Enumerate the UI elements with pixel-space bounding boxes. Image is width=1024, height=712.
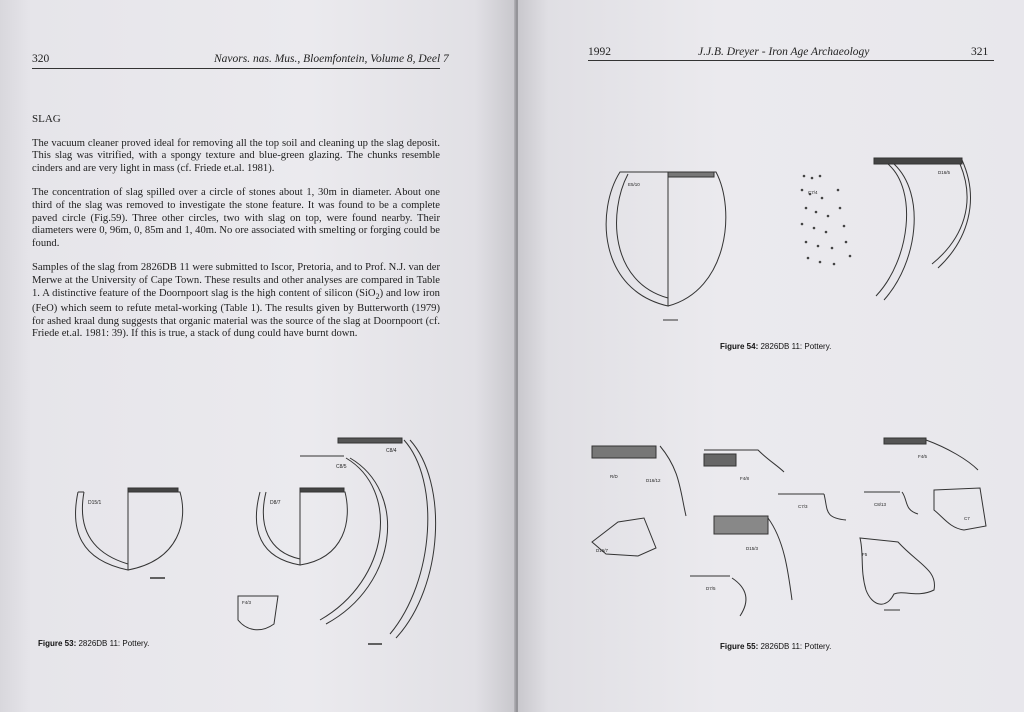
svg-text:C8/5: C8/5 [336,464,347,470]
pottery-sherd-e5-10: E5/10 [605,171,727,321]
svg-text:F4/5: F4/5 [918,454,928,459]
pottery-sherd-c8-13: C8/13 [864,491,919,515]
section-heading: SLAG [32,113,61,125]
paragraph-2: The concentration of slag spilled over a… [32,187,440,249]
svg-text:C8/4: C8/4 [386,448,397,454]
svg-text:D16/12: D16/12 [646,478,661,483]
pottery-sherd-c8-5: C8/5 [300,455,389,625]
svg-text:D16/5: D16/5 [938,170,951,175]
right-page: 1992 J.J.B. Dreyer - Iron Age Archaeolog… [518,0,1024,712]
svg-text:C7: C7 [964,516,970,521]
pottery-sherd-d16-12: D16/12 [646,445,687,517]
stamped-decoration-pattern [800,174,852,266]
pottery-sherd-f5: F5 [859,537,935,611]
pottery-sherd-f4-5: F4/5 [883,437,979,471]
pottery-sherd-d15-1: D15/1 [75,487,184,579]
svg-text:D16/7: D16/7 [596,548,609,553]
pottery-sherd-d16-5: D16/5 [873,157,971,301]
running-head-left: Navors. nas. Mus., Bloemfontein, Volume … [214,53,449,65]
svg-text:C7/4: C7/4 [808,190,818,195]
svg-text:F4/3: F4/3 [242,600,252,605]
running-head-right: J.J.B. Dreyer - Iron Age Archaeology [698,46,870,58]
pottery-sherd-d8-7: D8/7 [255,487,348,566]
figure-54-drawing: E5/10 C7/4 D16/5 [605,157,971,321]
paragraph-3: Samples of the slag from 2826DB 11 were … [32,262,440,340]
page-number-right: 321 [971,46,989,58]
svg-text:F5: F5 [862,552,868,557]
svg-text:C7/3: C7/3 [798,504,808,509]
figure-53-drawing: D15/1 D8/7 C8/5 C8/4 [75,437,437,645]
header-rule-left [32,68,440,69]
svg-text:C8/13: C8/13 [874,502,887,507]
pottery-sherd-d7-5: D7/5 [690,575,747,617]
pottery-sherd-d16-7: D16/7 [591,517,657,557]
figure-55-caption: Figure 55: 2826DB 11: Pottery. [720,642,832,651]
figure-55-drawing: R/D D16/12 F4/8 F4/5 C7/3 [591,437,987,617]
svg-text:D7/5: D7/5 [706,586,716,591]
year-label: 1992 [588,46,611,58]
body-text: SLAG The vacuum cleaner proved ideal for… [32,113,440,353]
header-rule-right [588,60,994,61]
book-gutter [514,0,520,712]
pottery-sherd-f4-3: F4/3 [237,595,279,631]
pottery-sherd-f4-8: F4/8 [703,449,785,481]
svg-text:E5/10: E5/10 [628,182,640,187]
svg-text:D15/1: D15/1 [88,500,102,506]
paragraph-1: The vacuum cleaner proved ideal for remo… [32,137,440,174]
pottery-sherd-c7-4: C7/4 [808,190,818,195]
figure-54-caption: Figure 54: 2826DB 11: Pottery. [720,342,832,351]
svg-text:D15/3: D15/3 [746,546,759,551]
figure-53-caption: Figure 53: 2826DB 11: Pottery. [38,639,150,648]
pottery-sherd-c8-4: C8/4 [337,437,437,645]
left-page: 320 Navors. nas. Mus., Bloemfontein, Vol… [0,0,516,712]
pottery-sherd-c7: C7 [933,487,987,531]
svg-text:D8/7: D8/7 [270,500,281,506]
page-number-left: 320 [32,53,50,65]
svg-text:F4/8: F4/8 [740,476,750,481]
svg-text:R/D: R/D [610,474,619,479]
pottery-sherd-d15-3: D15/3 [713,515,793,601]
pottery-sherd-r-d: R/D [591,445,657,479]
pottery-sherd-c7-3: C7/3 [778,493,847,521]
